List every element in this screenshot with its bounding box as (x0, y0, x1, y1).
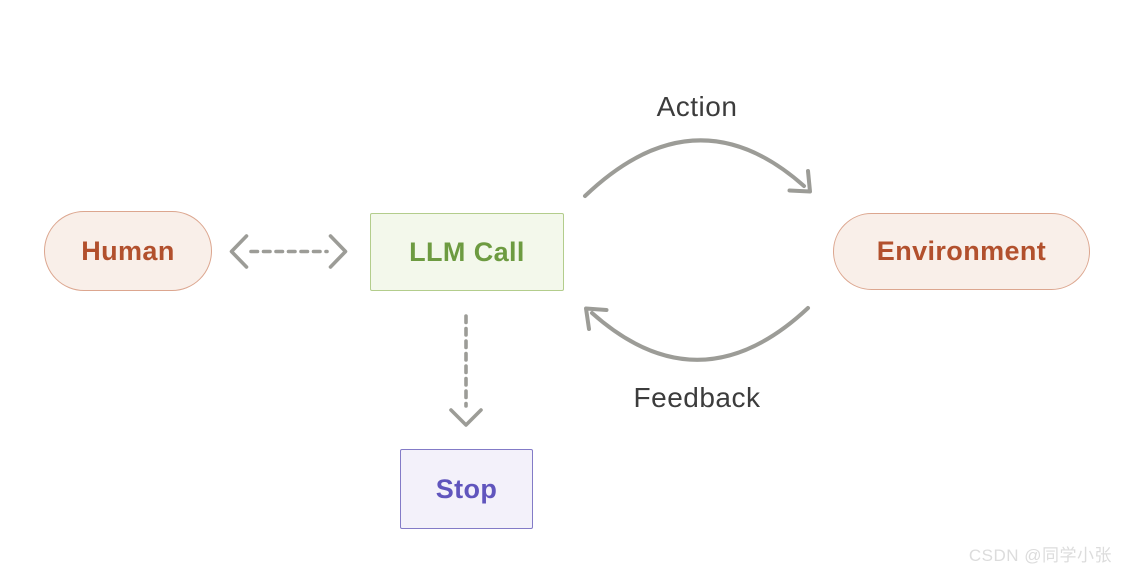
node-human-label: Human (81, 235, 175, 266)
feedback-edge-label: Feedback (633, 382, 761, 413)
action-arrow (583, 138, 812, 198)
watermark-text: CSDN @同学小张 (968, 546, 1112, 565)
node-stop-label: Stop (435, 473, 498, 504)
node-environment: Environment (833, 213, 1090, 290)
node-llm-call-label: LLM Call (409, 236, 525, 267)
action-edge-label: Action (656, 91, 738, 122)
feedback-arrow (584, 306, 810, 362)
node-llm-call: LLM Call (370, 213, 564, 291)
human-llm-dashed-arrow (229, 234, 348, 269)
node-environment-label: Environment (876, 236, 1047, 266)
node-human: Human (44, 211, 212, 291)
node-stop: Stop (400, 449, 533, 529)
llm-stop-dashed-arrow (449, 314, 483, 427)
